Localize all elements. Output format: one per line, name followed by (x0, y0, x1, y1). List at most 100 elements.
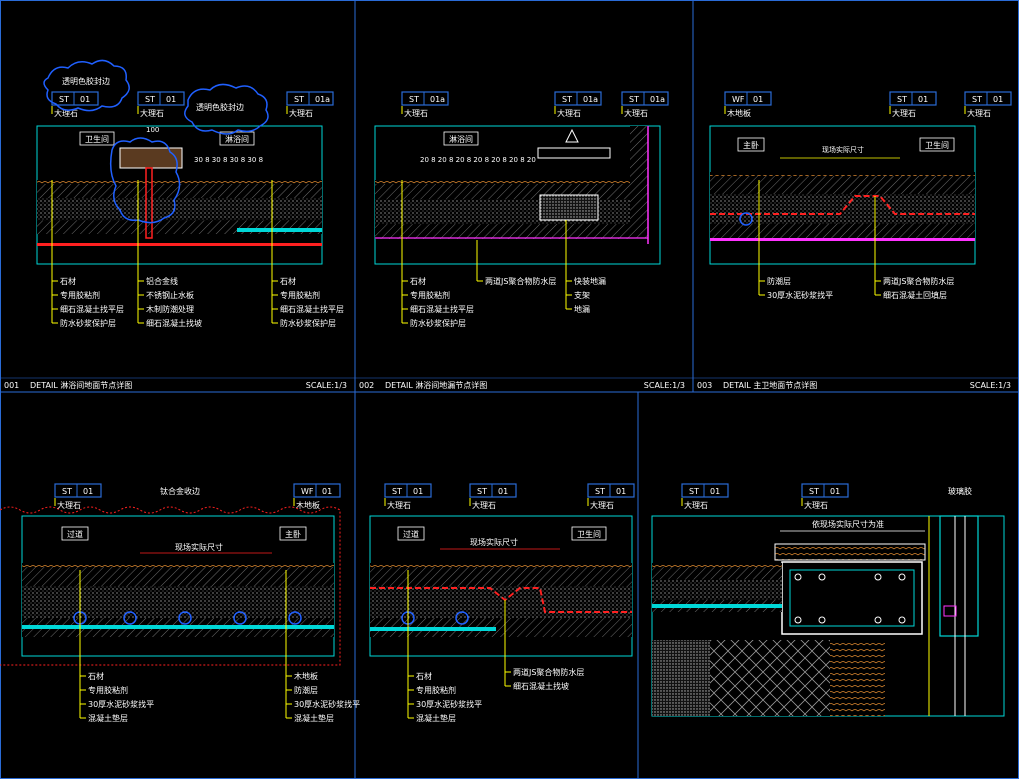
material-tag-number: 01a (430, 95, 445, 104)
room-label-box (397, 526, 425, 541)
membrane-line (370, 627, 496, 631)
waterproof-line (710, 195, 975, 215)
material-tag-code: WF (732, 95, 745, 104)
material-tag-name: 木地板 (727, 108, 751, 118)
leader-text: 防水砂浆保护层 (280, 318, 336, 328)
revision-cloud (43, 59, 130, 112)
material-tag-number: 01 (498, 487, 508, 496)
wall-section (630, 126, 648, 238)
material-tag-number: 01a (583, 95, 598, 104)
leader-text: 两道JS聚合物防水层 (485, 276, 556, 286)
note-text: 钛合金收边 (160, 486, 200, 496)
finish-layer (370, 563, 632, 567)
material-tag-name: 大理石 (804, 500, 828, 510)
material-tag-number: 01 (710, 487, 720, 496)
concrete-layer (37, 198, 322, 221)
material-tag-number: 01a (650, 95, 665, 104)
material-tag-number: 01 (166, 95, 176, 104)
note-text: 玻璃胶 (948, 486, 972, 496)
screed-layer (710, 176, 975, 195)
heating-pipe (123, 611, 137, 625)
leader-text: 专用胶粘剂 (410, 290, 450, 300)
room-label: 卫生间 (925, 140, 949, 150)
dimension-text: 依现场实际尺寸为准 (812, 519, 884, 529)
leader-text: 30厚水泥砂浆找平 (294, 699, 360, 709)
material-tag-code: ST (392, 487, 402, 496)
room-label-box (219, 131, 255, 146)
heating-pipe (739, 212, 753, 226)
cloud-text: 透明色胶封边 (62, 76, 110, 86)
leader-text: 细石混凝土找平层 (410, 304, 474, 314)
concrete-layer (710, 194, 975, 224)
leader-text: 石材 (280, 276, 296, 286)
masonry-block (710, 640, 830, 716)
room-label: 卫生间 (85, 134, 109, 144)
material-tag-name: 大理石 (472, 500, 496, 510)
material-tag-name: 大理石 (557, 108, 581, 118)
material-tag-number: 01 (753, 95, 763, 104)
cloud-text: 透明色胶封边 (196, 102, 244, 112)
material-tag-box (137, 91, 185, 106)
leader-text: 混凝土垫层 (294, 713, 334, 723)
leader-text: 石材 (410, 276, 426, 286)
finish-layer (22, 563, 334, 567)
leader-text: 支架 (574, 290, 590, 300)
room-label-box (79, 131, 115, 146)
room-label-box (443, 131, 479, 146)
material-tag-number: 01 (993, 95, 1003, 104)
flow-arrow (565, 128, 579, 143)
material-tag-box (621, 91, 669, 106)
leader-text: 混凝土垫层 (88, 713, 128, 723)
material-tag-box (681, 483, 729, 498)
detail-title: DETAIL 主卫地面节点详图 (723, 380, 817, 390)
material-tag-box (293, 483, 341, 498)
fastener (818, 573, 826, 581)
finish-layer (710, 172, 975, 176)
material-tag-name: 大理石 (624, 108, 648, 118)
leader-text: 防潮层 (294, 685, 318, 695)
material-tag-box (801, 483, 849, 498)
dimension-text: 30 8 30 8 30 8 30 8 (194, 156, 263, 164)
room-label-box (919, 137, 955, 152)
material-tag-code: ST (145, 95, 155, 104)
leader-text: 30厚水泥砂浆找平 (88, 699, 154, 709)
stainless-waterstop (145, 167, 153, 239)
drain-cover (537, 147, 611, 159)
leader-text: 石材 (60, 276, 76, 286)
room-label: 主卧 (285, 529, 301, 539)
dimension-text: 100 (146, 126, 159, 134)
waterproof-line (370, 587, 632, 613)
room-label: 过道 (403, 529, 419, 539)
dimension-text: 现场实际尺寸 (175, 542, 223, 552)
leader-text: 地漏 (574, 304, 590, 314)
room-label: 卫生间 (577, 529, 601, 539)
material-tag-box (401, 91, 449, 106)
material-tag-code: ST (294, 95, 304, 104)
fastener (818, 616, 826, 624)
fastener (898, 573, 906, 581)
material-tag-name: 大理石 (289, 108, 313, 118)
fastener (874, 616, 882, 624)
threshold-stone (119, 147, 183, 169)
material-tag-name: 大理石 (590, 500, 614, 510)
material-tag-code: ST (897, 95, 907, 104)
timber-block (830, 640, 885, 716)
material-tag-name: 大理石 (967, 108, 991, 118)
leader-text: 木制防潮处理 (146, 304, 194, 314)
room-label: 淋浴间 (225, 134, 249, 144)
concrete-layer (652, 579, 782, 600)
material-tag-code: ST (59, 95, 69, 104)
material-tag-code: ST (477, 487, 487, 496)
seal-gasket (943, 605, 957, 617)
leader-text: 不锈钢止水板 (146, 290, 194, 300)
material-tag-code: ST (562, 95, 572, 104)
leader-text: 混凝土垫层 (416, 713, 456, 723)
leader-text: 专用胶粘剂 (88, 685, 128, 695)
material-tag-code: ST (629, 95, 639, 104)
detail-scale: SCALE:1/3 (970, 381, 1011, 390)
room-label-box (737, 137, 765, 152)
material-tag-box (554, 91, 602, 106)
leader-text: 细石混凝土找坡 (513, 681, 569, 691)
room-label: 淋浴间 (449, 134, 473, 144)
